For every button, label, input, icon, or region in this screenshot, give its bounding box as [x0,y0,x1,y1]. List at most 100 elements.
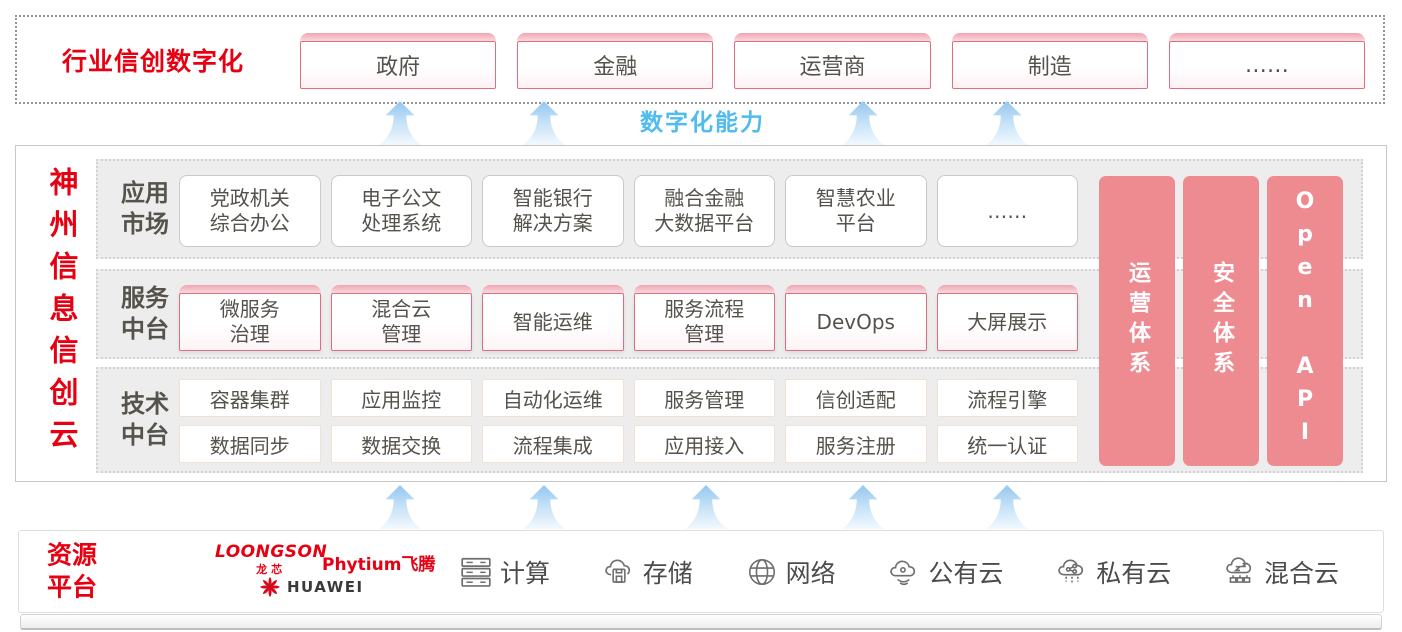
tech-row-label: 技术 中台 [121,389,169,449]
app-market-row-label: 应用 市场 [121,178,169,238]
public-cloud-icon [887,555,921,589]
app-box-more: …… [936,175,1078,247]
huawei-logo-text: HUAWEI [287,578,364,596]
box-top-cap [482,285,624,293]
app-box: 电子公文 处理系统 [330,175,472,247]
service-box: 大屏展示 [936,285,1078,351]
tech-box: 应用监控 [330,379,472,417]
tech-box: 自动化运维 [482,379,624,417]
service-box: 服务流程 管理 [633,285,775,351]
industry-box-manufacturing: 制造 [951,33,1148,89]
platform-base-bar [20,614,1382,630]
box-top-cap [330,285,472,293]
box-top-cap [951,33,1148,41]
industry-box-strip: 政府 金融 运营商 制造 …… [300,33,1366,89]
cloud-platform-title: 神州信息信创云 [45,166,79,461]
box-top-cap [179,285,321,293]
service-label: 大屏展示 [967,309,1048,334]
resource-item-public-cloud: 公有云 [887,554,1003,590]
industry-box-finance: 金融 [517,33,714,89]
resource-item-label: 公有云 [928,558,1004,588]
up-arrow-icon [371,101,429,145]
app-box: 融合金融 大数据平台 [633,175,775,247]
tech-boxes-row2: 数据同步 数据交换 流程集成 应用接入 服务注册 统一认证 [179,425,1078,463]
resource-items: 计算 存储 网络 公有云 私有云 混合云 [459,531,1339,612]
box-top-cap [1168,33,1366,41]
resource-platform-section: 资源 平台 LOONGSON 龙芯 Phytium飞腾 HUAWEI 计算 存储… [18,530,1384,613]
resource-item-private-cloud: 私有云 [1055,554,1171,590]
side-bar-open-api: Open API [1267,176,1343,466]
resource-item-label: 混合云 [1263,558,1339,588]
service-boxes: 微服务 治理 混合云 管理 智能运维 服务流程 管理 DevOps 大屏展示 [179,285,1078,351]
network-icon [745,555,779,589]
tech-box: 服务注册 [785,425,927,463]
box-top-cap [633,285,775,293]
huawei-flower-icon [259,576,281,598]
resource-item-label: 私有云 [1096,558,1172,588]
box-top-cap [517,33,714,41]
tech-box: 应用接入 [633,425,775,463]
resource-item-hybrid-cloud: 混合云 [1223,554,1339,590]
service-label: 智能运维 [512,309,593,334]
up-arrow-icon [978,485,1036,529]
up-arrow-icon [371,485,429,529]
industry-label: 政府 [376,55,421,80]
resource-item-storage: 存储 [602,554,693,590]
service-label: 微服务 治理 [219,297,280,346]
huawei-logo: HUAWEI [259,576,364,598]
tech-boxes-row1: 容器集群 应用监控 自动化运维 服务管理 信创适配 流程引擎 [179,379,1078,417]
resource-item-network: 网络 [745,554,836,590]
service-box: 微服务 治理 [179,285,321,351]
tech-box: 数据同步 [179,425,321,463]
service-label: 混合云 管理 [371,297,432,346]
loongson-logo: LOONGSON 龙芯 [215,542,327,577]
tech-box: 统一认证 [936,425,1078,463]
resource-item-label: 网络 [785,558,836,588]
service-box: 智能运维 [482,285,624,351]
tech-box: 流程集成 [482,425,624,463]
industry-digitalization-section: 行业信创数字化 政府 金融 运营商 制造 …… [15,15,1385,104]
cloud-platform-section: 神州信息信创云 应用 市场 党政机关 综合办公 电子公文 处理系统 智能银行 解… [15,145,1387,482]
industry-label: 金融 [593,55,638,80]
service-label: DevOps [816,309,895,334]
industry-section-title: 行业信创数字化 [62,46,245,76]
resource-item-label: 存储 [642,558,693,588]
private-cloud-icon [1055,555,1089,589]
resource-item-label: 计算 [500,558,551,588]
industry-label: 运营商 [799,55,866,80]
loongson-logo-cn: 龙芯 [256,563,287,576]
digital-capability-label: 数字化能力 [640,110,765,136]
up-arrow-icon [978,101,1036,145]
industry-label: …… [1244,52,1289,78]
up-arrow-icon [834,101,892,145]
box-top-cap [734,33,931,41]
up-arrow-icon [834,485,892,529]
tech-box: 容器集群 [179,379,321,417]
app-box: 智能银行 解决方案 [482,175,624,247]
service-box: DevOps [785,285,927,351]
resource-platform-label: 资源 平台 [47,540,98,602]
up-arrow-icon [515,485,573,529]
box-top-cap [936,285,1078,293]
side-bar-operations: 运营体系 [1099,176,1175,466]
box-top-cap [300,33,497,41]
industry-box-more: …… [1168,33,1366,89]
server-icon [459,555,493,589]
up-arrow-icon [515,101,573,145]
box-top-cap [785,285,927,293]
loongson-logo-text: LOONGSON [215,542,328,562]
service-box: 混合云 管理 [330,285,472,351]
up-arrow-icon [677,485,735,529]
phytium-logo: Phytium飞腾 [322,555,436,575]
tech-box: 数据交换 [330,425,472,463]
app-market-boxes: 党政机关 综合办公 电子公文 处理系统 智能银行 解决方案 融合金融 大数据平台… [179,175,1078,247]
service-row-label: 服务 中台 [121,283,169,343]
tech-box: 服务管理 [633,379,775,417]
industry-box-government: 政府 [300,33,497,89]
tech-box: 流程引擎 [936,379,1078,417]
app-box: 智慧农业 平台 [785,175,927,247]
industry-box-operator: 运营商 [734,33,931,89]
side-bar-security: 安全体系 [1183,176,1259,466]
service-label: 服务流程 管理 [664,297,745,346]
